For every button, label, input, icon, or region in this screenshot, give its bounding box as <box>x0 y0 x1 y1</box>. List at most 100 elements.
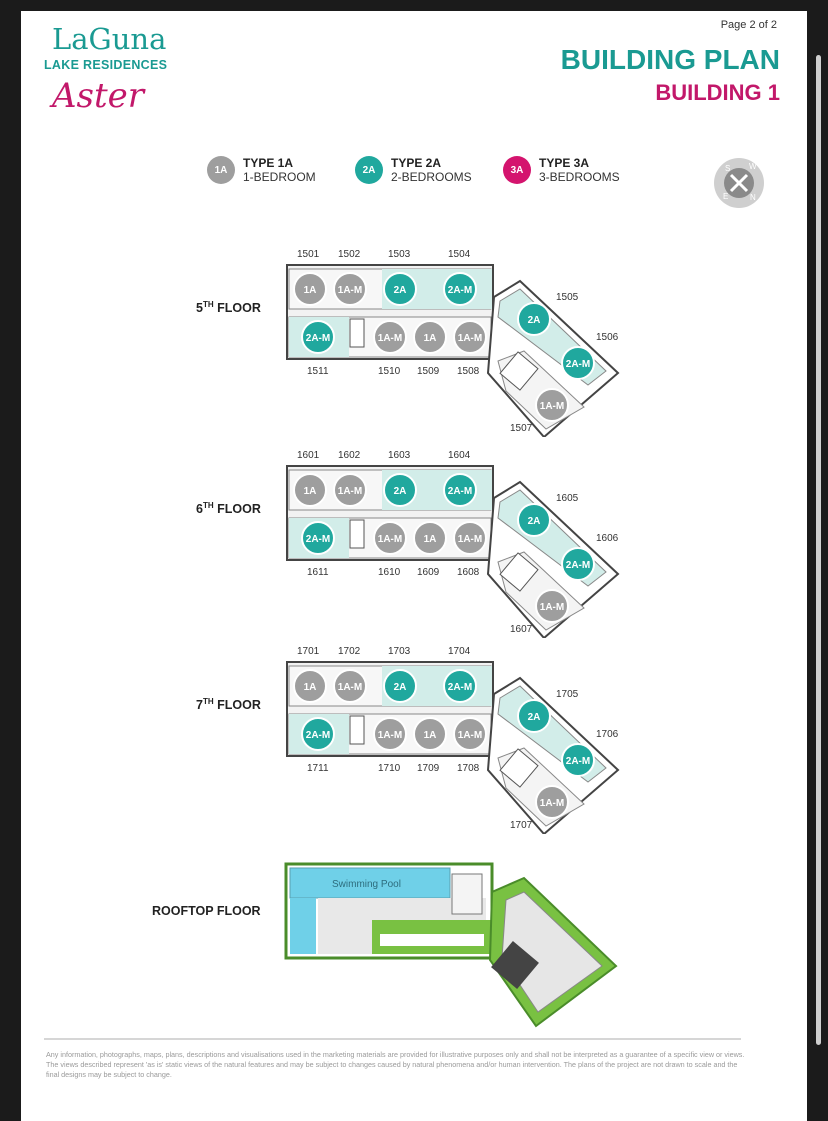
unit-number-1706: 1706 <box>596 729 619 740</box>
unit-badge-label: 2A <box>394 682 407 693</box>
unit-badge-label: 2A-M <box>306 333 330 344</box>
unit-badge-1am: 1A-M <box>453 717 487 751</box>
unit-number-1707: 1707 <box>510 820 533 831</box>
unit-badge-1am: 1A-M <box>453 521 487 555</box>
unit-badge-2am: 2A-M <box>561 346 595 380</box>
unit-badge-label: 1A <box>424 534 437 545</box>
unit-badge-2a: 2A <box>383 272 417 306</box>
unit-number-1602: 1602 <box>338 450 361 461</box>
unit-number-1605: 1605 <box>556 493 579 504</box>
unit-badge-2a: 2A <box>517 699 551 733</box>
unit-number-1708: 1708 <box>457 763 480 774</box>
unit-badge-1am: 1A-M <box>373 320 407 354</box>
unit-badge-label: 2A-M <box>566 359 590 370</box>
unit-badge-2am: 2A-M <box>443 272 477 306</box>
legend-name: TYPE 3A <box>539 156 590 170</box>
legend-desc: 3-BEDROOMS <box>539 170 620 184</box>
unit-badge-2a: 2A <box>383 669 417 703</box>
logo-laguna: LaGuna <box>52 22 167 56</box>
unit-badge-label: 1A-M <box>338 486 362 497</box>
unit-badge-2a: 2A <box>517 302 551 336</box>
unit-badge-label: 1A-M <box>338 285 362 296</box>
floor-label-6: 6TH FLOOR <box>196 501 261 517</box>
unit-badge-2am: 2A-M <box>561 547 595 581</box>
unit-badge-label: 1A-M <box>458 333 482 344</box>
unit-badge-1am: 1A-M <box>373 717 407 751</box>
unit-badge-label: 2A <box>394 285 407 296</box>
legend-desc: 2-BEDROOMS <box>391 170 472 184</box>
unit-number-1702: 1702 <box>338 646 361 657</box>
unit-badge-1am: 1A-M <box>535 388 569 422</box>
scrollbar[interactable] <box>816 55 821 1045</box>
unit-badge-label: 1A-M <box>378 333 402 344</box>
compass-icon: S W E N <box>714 158 764 208</box>
unit-number-1608: 1608 <box>457 567 480 578</box>
unit-badge-2am: 2A-M <box>301 717 335 751</box>
unit-badge-label: 1A-M <box>378 730 402 741</box>
unit-badge-1a: 1A <box>413 717 447 751</box>
unit-number-1711: 1711 <box>307 763 329 774</box>
unit-badge-label: 2A-M <box>306 730 330 741</box>
unit-badge-2am: 2A-M <box>443 669 477 703</box>
legend-desc: 1-BEDROOM <box>243 170 316 184</box>
legend-badge-3a: 3A <box>503 156 531 184</box>
unit-badge-1am: 1A-M <box>333 669 367 703</box>
unit-badge-1a: 1A <box>413 320 447 354</box>
page-title: BUILDING PLAN <box>560 44 780 75</box>
legend-badge-1a: 1A <box>207 156 235 184</box>
floor-label-5: 5TH FLOOR <box>196 300 261 316</box>
compass-s: S <box>725 164 730 173</box>
unit-badge-label: 2A-M <box>448 285 472 296</box>
unit-badge-1am: 1A-M <box>535 589 569 623</box>
floor-label-7: 7TH FLOOR <box>196 697 261 713</box>
unit-number-1603: 1603 <box>388 450 411 461</box>
unit-number-1610: 1610 <box>378 567 401 578</box>
unit-number-1607: 1607 <box>510 624 533 635</box>
legend-name: TYPE 2A <box>391 156 442 170</box>
unit-badge-label: 1A <box>304 285 317 296</box>
unit-number-1503: 1503 <box>388 249 411 260</box>
compass-w: W <box>749 162 757 171</box>
swimming-pool <box>289 867 451 899</box>
unit-badge-label: 1A-M <box>540 602 564 613</box>
legend-name: TYPE 1A <box>243 156 294 170</box>
unit-badge-1a: 1A <box>293 272 327 306</box>
unit-number-1601: 1601 <box>297 450 320 461</box>
floor-plan-5: 1A 1A-M 2A 2A-M 2A-M 1A-M 1A 1A-M 2A 2A-M 1A-M <box>286 264 620 437</box>
unit-number-1504: 1504 <box>448 249 471 260</box>
unit-number-1703: 1703 <box>388 646 411 657</box>
unit-badge-label: 1A-M <box>458 534 482 545</box>
disclaimer-text: Any information, photographs, maps, plan… <box>46 1050 745 1079</box>
unit-number-1710: 1710 <box>378 763 401 774</box>
unit-badge-label: 1A-M <box>378 534 402 545</box>
unit-number-1705: 1705 <box>556 689 579 700</box>
unit-badge-label: 2A <box>528 516 541 527</box>
unit-badge-1am: 1A-M <box>333 473 367 507</box>
unit-number-1609: 1609 <box>417 567 440 578</box>
unit-badge-2am: 2A-M <box>301 320 335 354</box>
unit-number-1701: 1701 <box>297 646 320 657</box>
unit-badge-label: 2A-M <box>566 560 590 571</box>
compass-e: E <box>723 192 728 201</box>
unit-number-1510: 1510 <box>378 366 401 377</box>
unit-badge-2am: 2A-M <box>443 473 477 507</box>
unit-badge-label: 2A <box>528 712 541 723</box>
unit-number-1505: 1505 <box>556 292 579 303</box>
unit-badge-label: 2A <box>528 315 541 326</box>
unit-badge-label: 1A-M <box>338 682 362 693</box>
unit-badge-label: 2A-M <box>448 486 472 497</box>
unit-badge-label: 2A-M <box>448 682 472 693</box>
unit-number-1506: 1506 <box>596 332 619 343</box>
unit-badge-label: 1A <box>424 333 437 344</box>
unit-number-1604: 1604 <box>448 450 471 461</box>
unit-badge-label: 2A-M <box>306 534 330 545</box>
rooftop-floor-label: ROOFTOP FLOOR <box>152 904 261 918</box>
unit-badge-label: 1A-M <box>540 401 564 412</box>
unit-badge-label: 1A <box>304 682 317 693</box>
unit-badge-1am: 1A-M <box>333 272 367 306</box>
unit-number-1611: 1611 <box>307 567 329 578</box>
